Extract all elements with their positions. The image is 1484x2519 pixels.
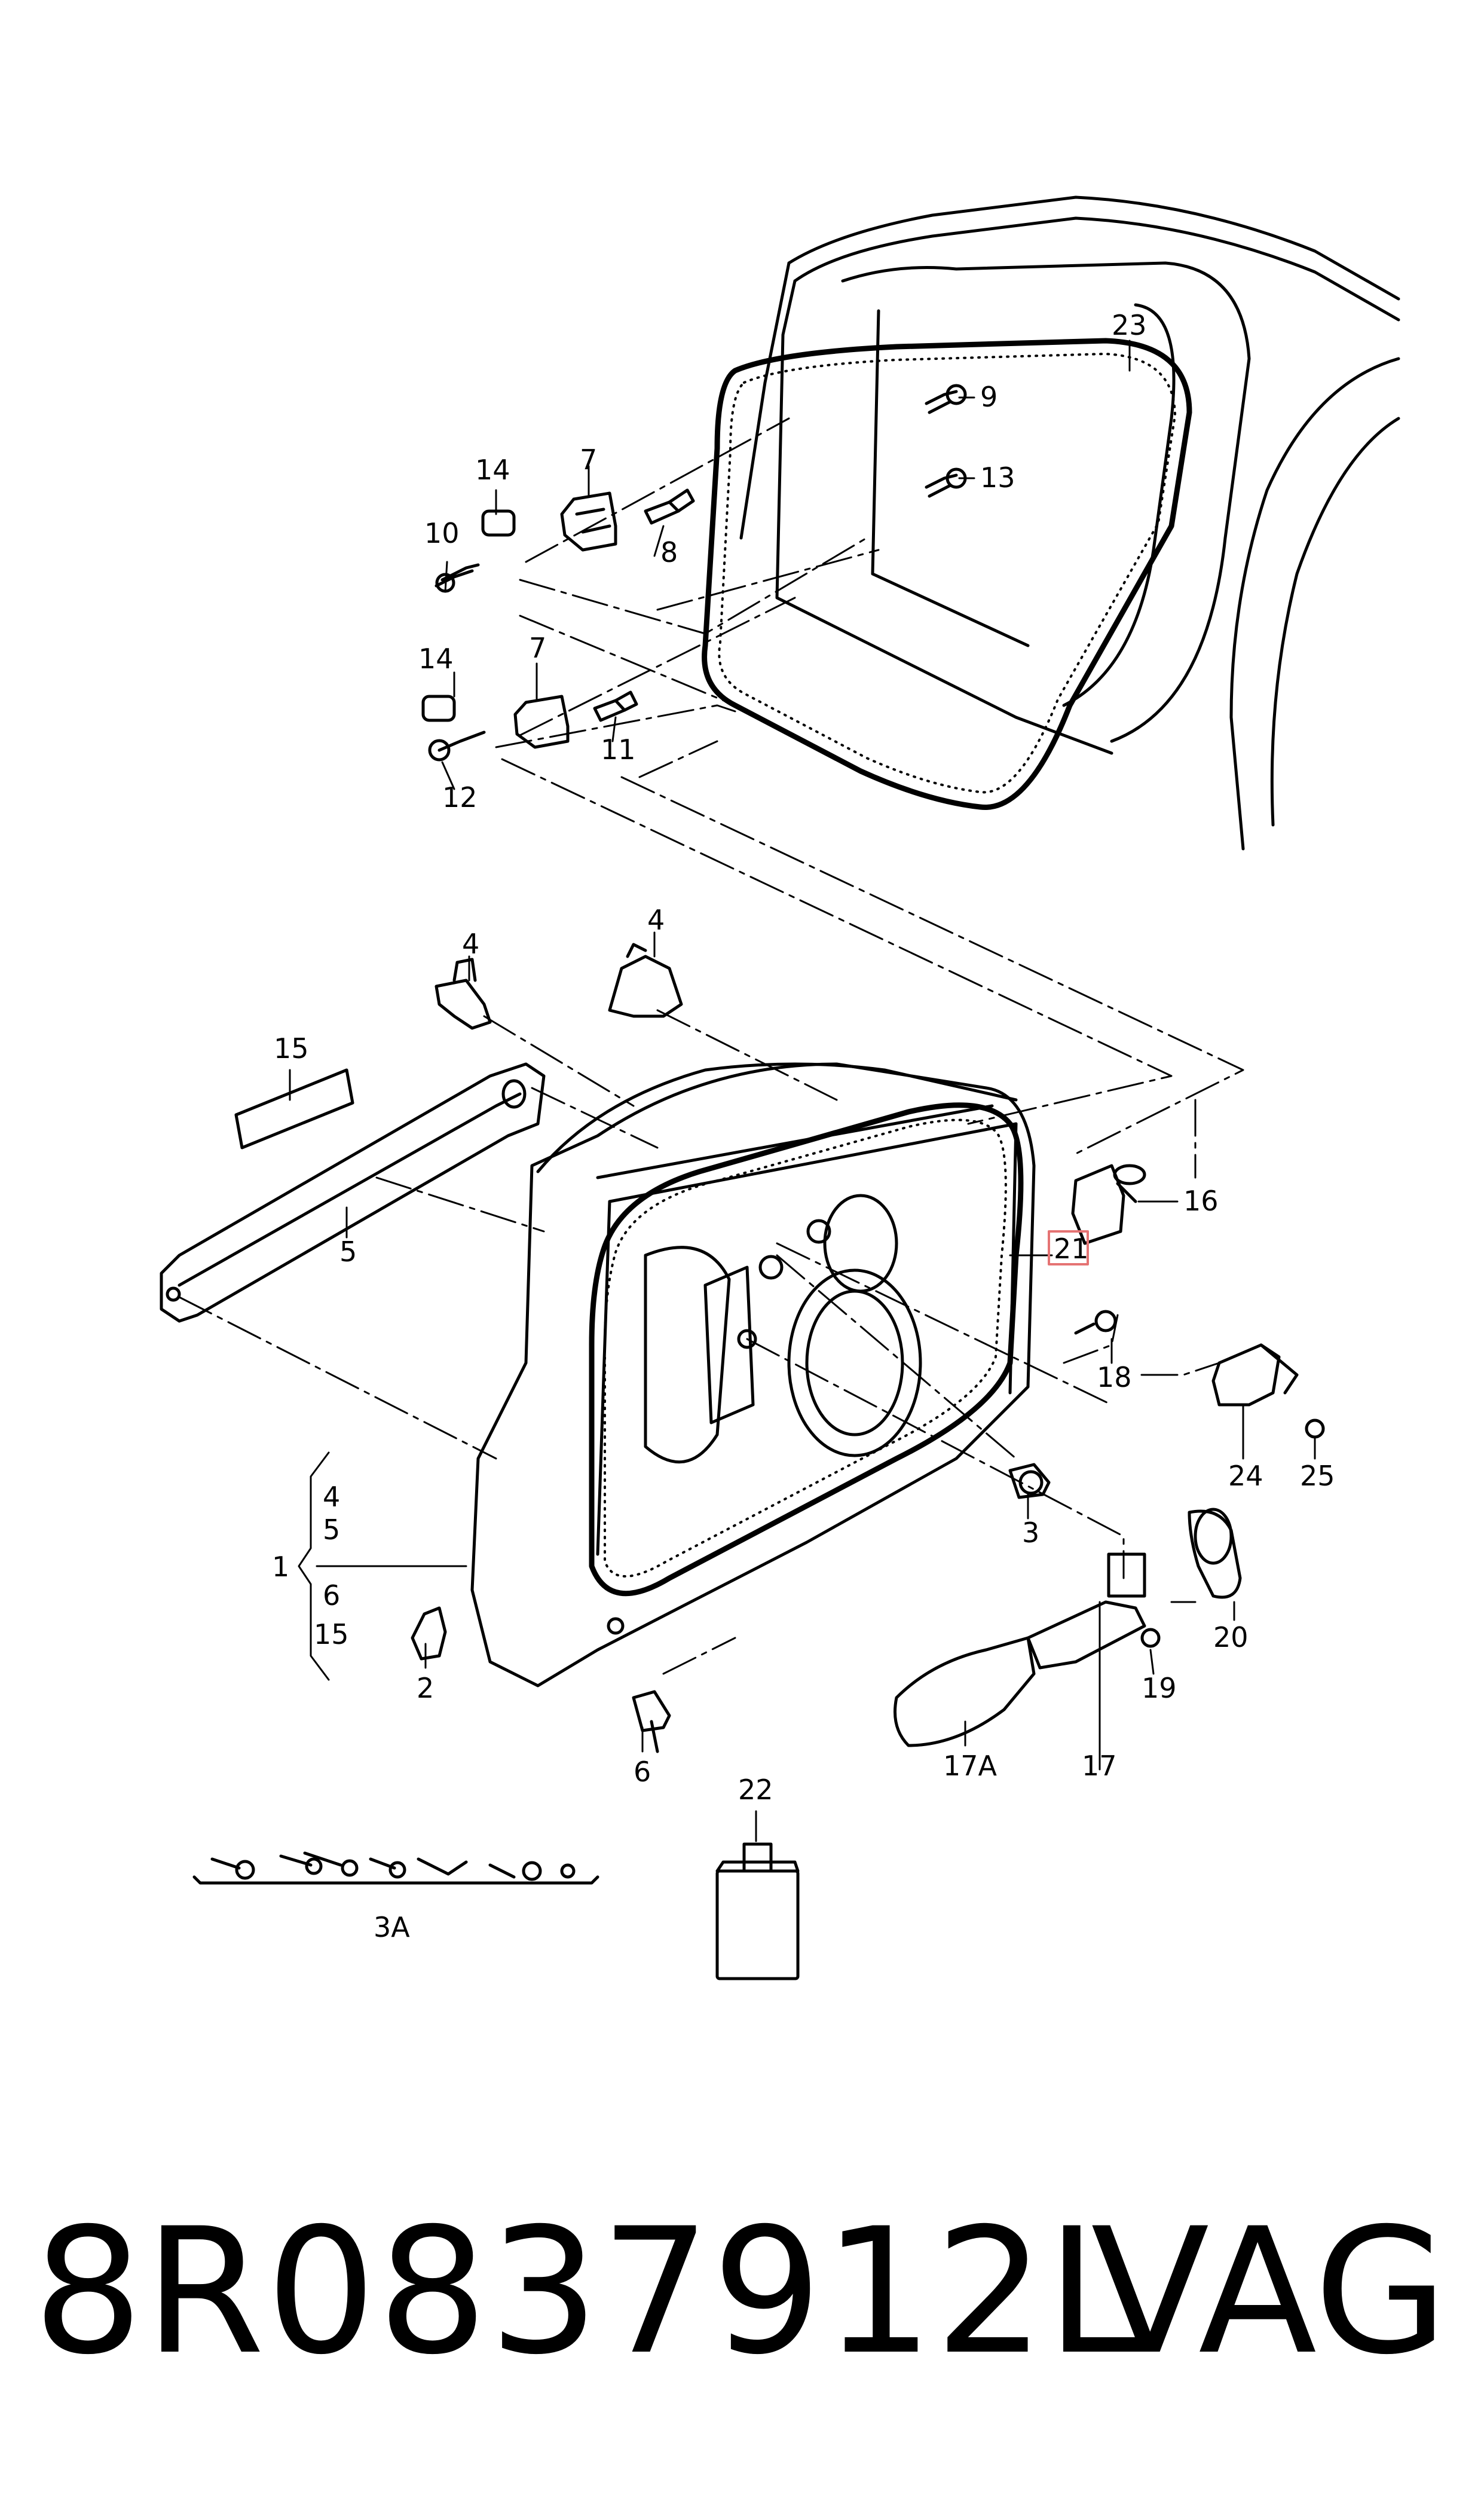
label-22: 22 <box>738 1774 773 1806</box>
assembly-lines <box>178 417 1244 1675</box>
door-shell <box>470 1062 1036 1688</box>
label-23: 23 <box>1112 309 1147 341</box>
label-14: 14 <box>475 454 510 486</box>
reinforcement-beam <box>160 1062 546 1323</box>
bolts-body <box>925 384 967 498</box>
label-20: 20 <box>1213 1621 1249 1653</box>
grommet <box>1071 1164 1146 1245</box>
group-brace <box>298 1451 330 1681</box>
bracket-right <box>608 943 683 1018</box>
label-16: 16 <box>1183 1185 1219 1217</box>
bracket-24 <box>1211 1343 1299 1407</box>
label-17a: 17A <box>943 1750 998 1782</box>
label-15: 15 <box>274 1032 309 1065</box>
part-number: 8R0837912L <box>33 2191 1145 2393</box>
label-group-4: 4 <box>323 1481 340 1513</box>
lower-hinge <box>421 690 638 762</box>
fastener-assortment <box>192 1851 599 1885</box>
label-group-15: 15 <box>314 1618 349 1650</box>
label-25: 25 <box>1300 1460 1335 1492</box>
screw-19 <box>1140 1628 1161 1648</box>
label-8: 8 <box>660 536 678 568</box>
brand: VAG <box>1091 2191 1448 2393</box>
bump-stop <box>1188 1508 1242 1599</box>
label-group-6: 6 <box>323 1579 340 1612</box>
door-seal <box>589 1102 1024 1597</box>
label-21: 21 <box>1054 1233 1089 1265</box>
label-24: 24 <box>1228 1460 1263 1492</box>
cap-3 <box>1018 1470 1044 1495</box>
label-1: 1 <box>272 1551 289 1583</box>
label-7-lower: 7 <box>529 632 546 664</box>
label-2: 2 <box>417 1672 434 1704</box>
label-6: 6 <box>634 1756 651 1788</box>
leader-lines <box>289 340 1316 1842</box>
label-5: 5 <box>339 1236 357 1268</box>
adhesive-bottle <box>715 1842 800 1980</box>
exploded-parts-diagram: 14 7 10 8 9 13 23 14 7 11 12 4 4 15 5 16… <box>160 195 1400 1980</box>
label-12: 12 <box>442 781 478 814</box>
car-body-frame <box>739 195 1400 851</box>
label-sticker <box>234 1068 354 1150</box>
label-4-left: 4 <box>462 928 479 960</box>
label-11: 11 <box>601 733 636 766</box>
screw-25 <box>1305 1419 1325 1439</box>
label-3: 3 <box>1022 1517 1039 1549</box>
label-9: 9 <box>980 381 998 413</box>
part-labels: 14 7 10 8 9 13 23 14 7 11 12 4 4 15 5 16… <box>272 309 1335 1943</box>
label-18: 18 <box>1097 1361 1132 1393</box>
label-14-lower: 14 <box>418 643 454 675</box>
door-seal-body <box>702 338 1192 811</box>
upper-hinge <box>435 488 695 593</box>
label-17: 17 <box>1082 1750 1117 1782</box>
label-10: 10 <box>424 517 460 549</box>
label-3a: 3A <box>374 1911 410 1943</box>
label-7: 7 <box>580 444 597 476</box>
small-fasteners <box>411 1310 1117 1753</box>
bracket-left <box>435 958 492 1030</box>
label-4-right: 4 <box>647 904 665 936</box>
label-19: 19 <box>1142 1672 1177 1704</box>
label-13: 13 <box>980 461 1015 494</box>
label-group-5: 5 <box>323 1514 340 1546</box>
door-check-strap <box>894 1552 1146 1747</box>
highlight-box-21 <box>1048 1230 1089 1265</box>
